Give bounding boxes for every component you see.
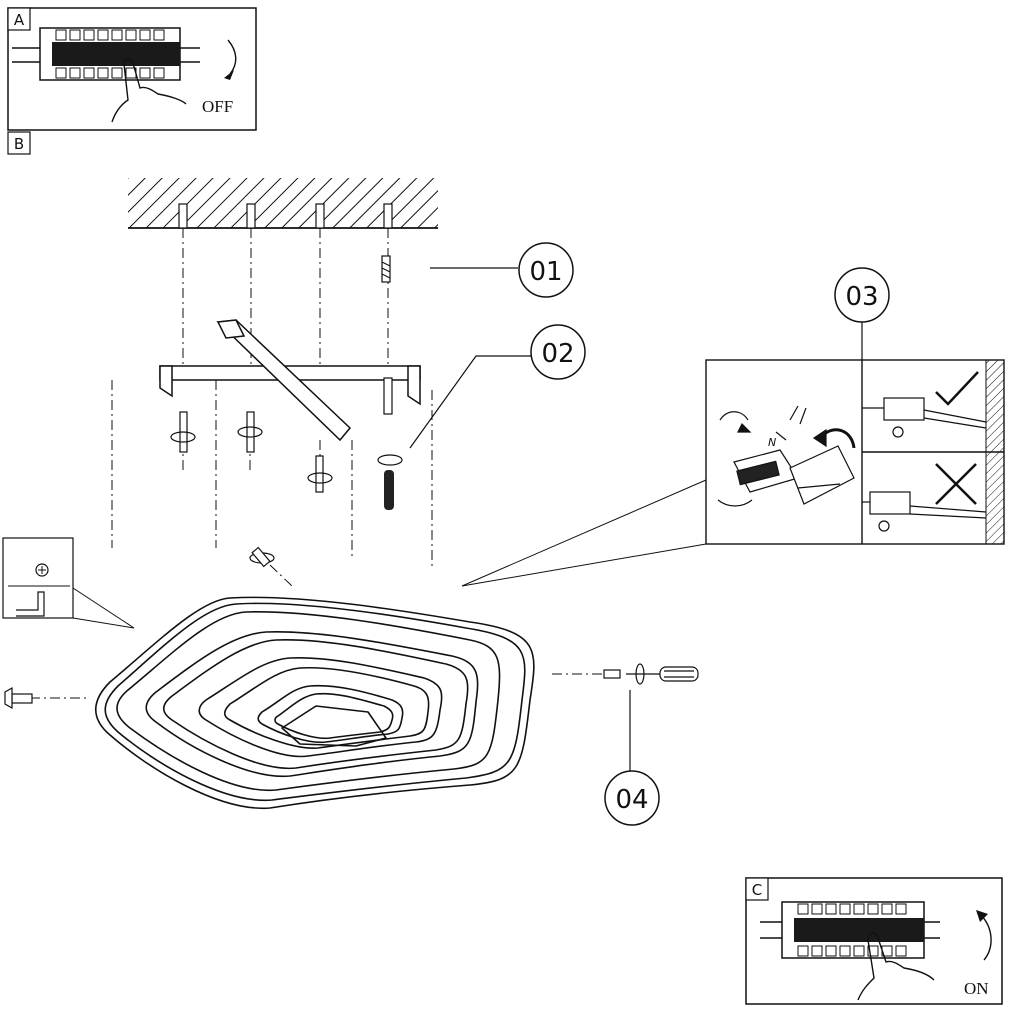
callout-01: 01 [430,242,574,298]
screw-detail-inset [2,537,135,629]
callout-01-label: 01 [529,257,562,287]
side-screw-left-icon [4,686,33,710]
screwdriver-upright-icon [377,454,403,510]
rotate-arrow-off-icon [227,39,237,75]
cross-icon [935,463,977,505]
wiring-detail: N [461,359,1005,587]
breaker-strip-c [760,901,940,959]
correct-connection [862,397,987,438]
neutral-label: N [768,436,776,449]
lamp-screw [249,546,275,568]
hand-on-icon [857,932,935,1001]
ceiling-lamp [95,596,535,809]
callout-03-label: 03 [845,282,878,312]
check-icon [935,371,979,406]
screws [170,377,393,493]
wall-plug-01 [381,255,391,283]
panel-a-label: A [14,11,25,29]
breaker-strip-a [12,27,200,81]
panel-a-breaker-off: A OFF [7,7,257,131]
panel-c-label: C [752,881,762,899]
hand-icon [111,58,187,123]
incorrect-connection [862,491,987,532]
ceiling [128,178,438,229]
side-screw-right-icon [603,663,699,685]
callout-04-label: 04 [615,785,648,815]
panel-c-breaker-on: C ON [745,877,1003,1005]
panel-c-caption: ON [964,979,989,998]
terminal-block [717,405,856,507]
panel-a-caption: OFF [202,97,233,116]
callout-02: 02 [409,324,586,449]
callout-03: 03 [834,267,890,360]
callout-04: 04 [604,690,660,826]
mounting-bracket [159,319,421,442]
panel-b-label: B [14,135,24,153]
callout-02-label: 02 [541,339,574,369]
